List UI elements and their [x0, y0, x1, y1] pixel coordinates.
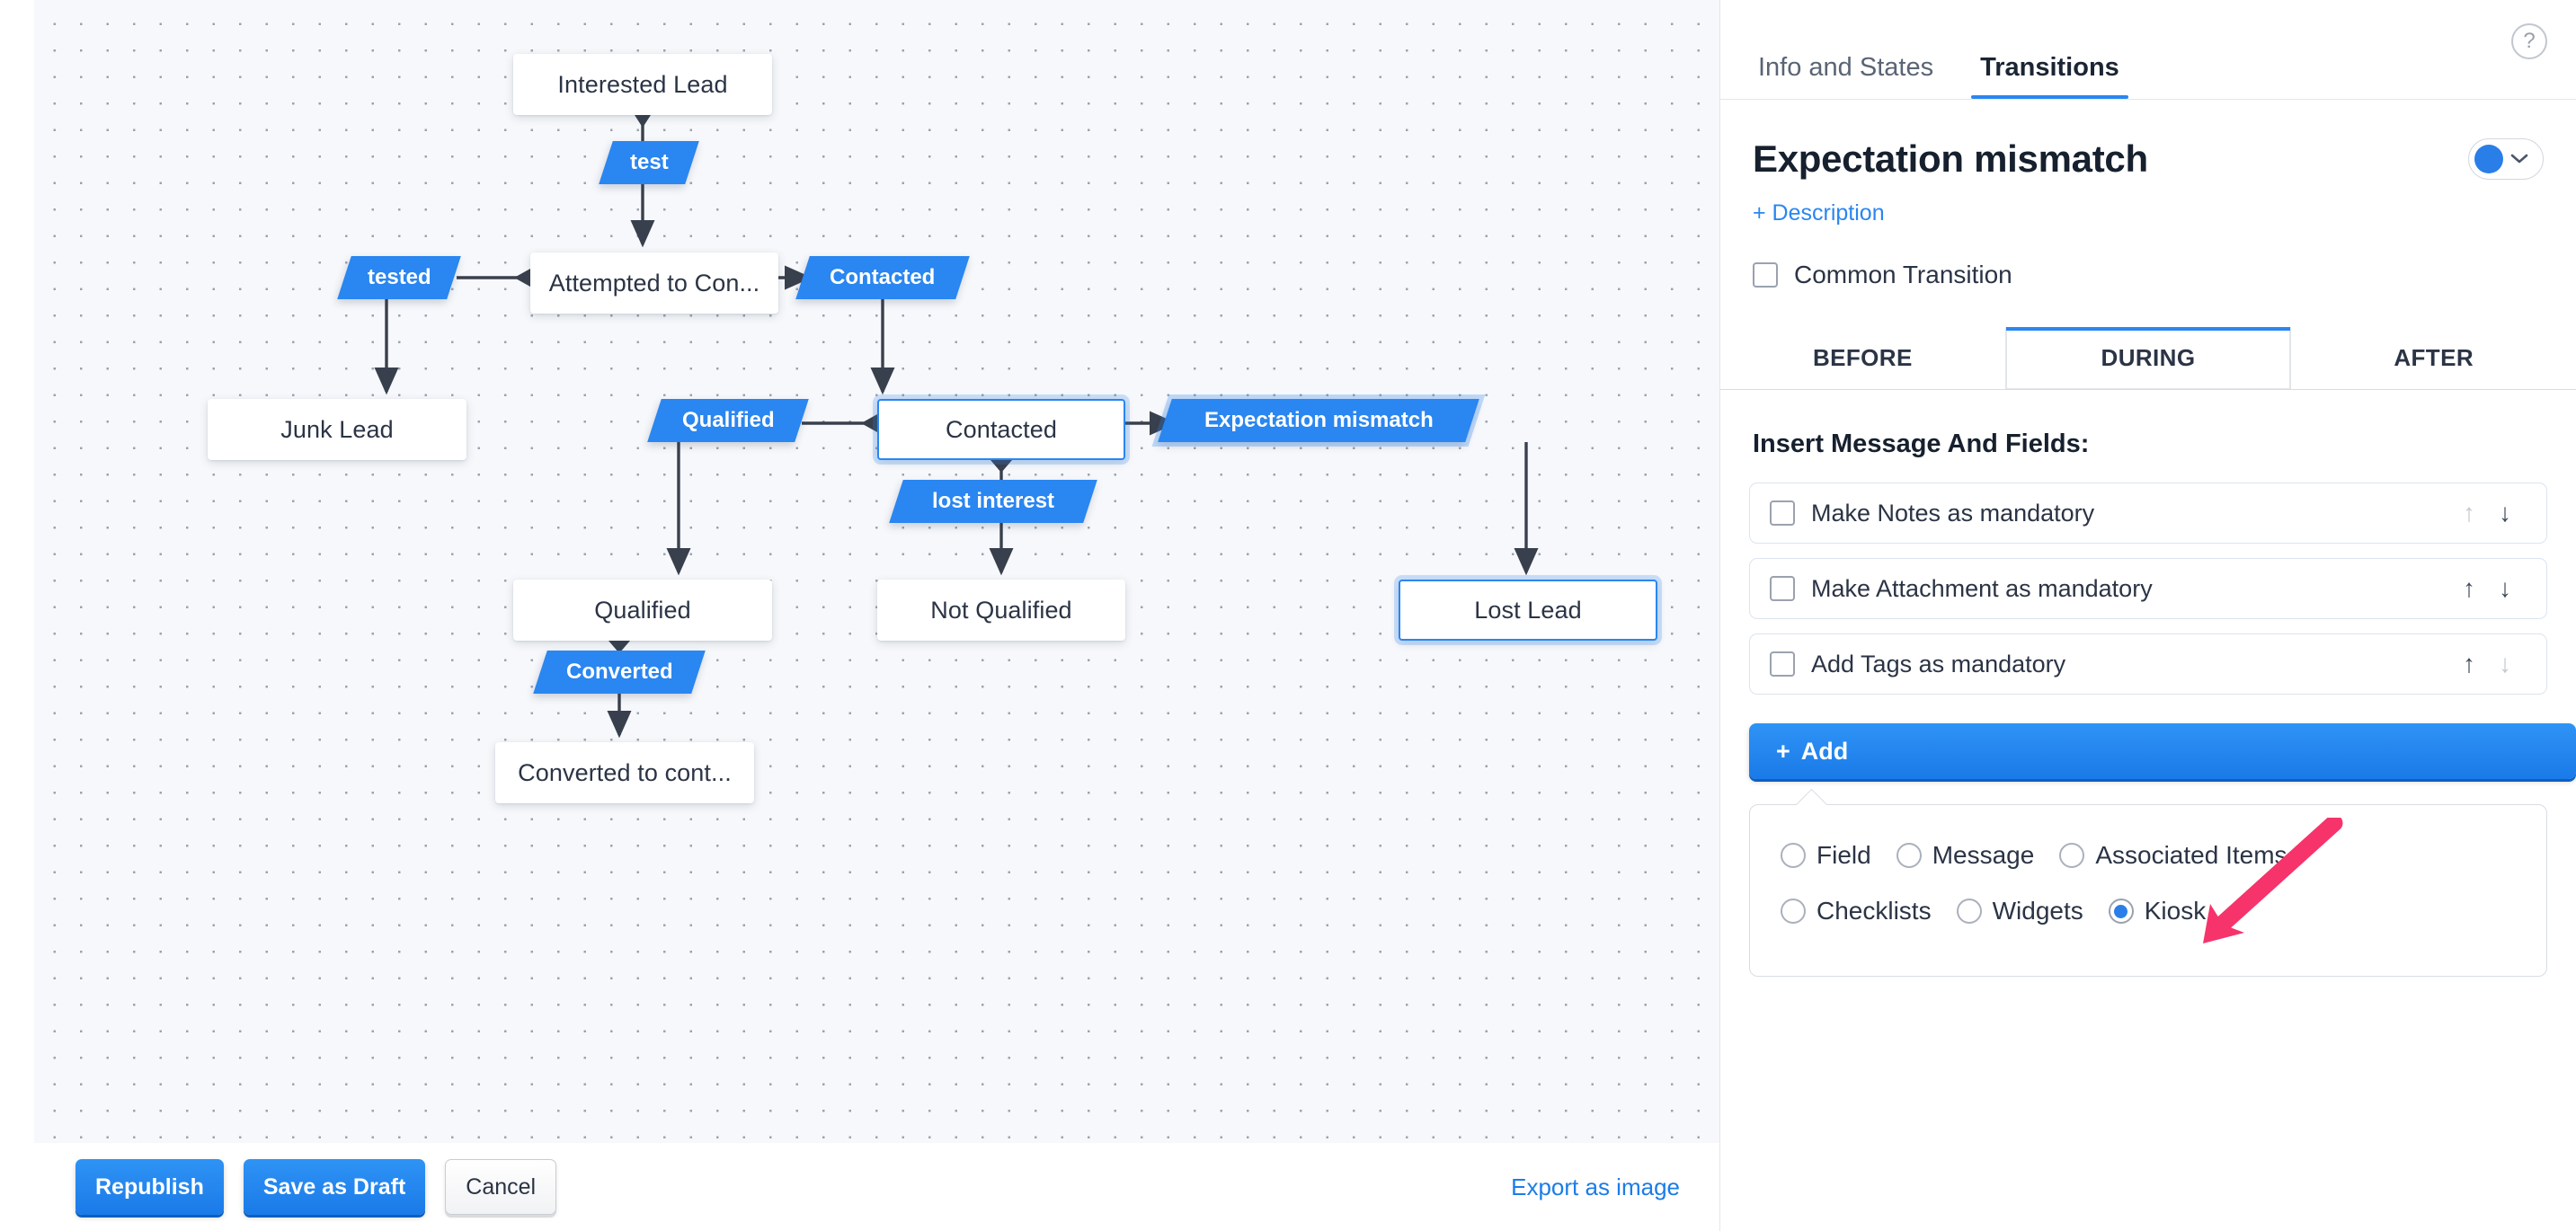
node-label: Interested Lead: [557, 70, 728, 98]
move-up-icon[interactable]: ↑: [2463, 650, 2475, 677]
radio-kiosk[interactable]: Kiosk: [2108, 897, 2207, 925]
common-transition-row: Common Transition: [1720, 226, 2576, 289]
move-down-icon[interactable]: ↓: [2499, 499, 2511, 527]
workflow-canvas-column: Interested Lead Attempted to Con... Junk…: [0, 0, 1719, 1231]
toggle-knob-icon: [2474, 145, 2503, 173]
transition-qualified[interactable]: Qualified: [647, 399, 809, 442]
save-as-draft-button[interactable]: Save as Draft: [243, 1159, 426, 1215]
transition-details-panel: Info and States Transitions ? Expectatio…: [1719, 0, 2576, 1231]
add-description-link[interactable]: + Description: [1753, 200, 1885, 226]
move-up-icon[interactable]: ↑: [2463, 574, 2475, 602]
radio-label: Message: [1932, 841, 2035, 869]
radio-label: Field: [1817, 841, 1871, 869]
row-checkbox[interactable]: [1770, 651, 1795, 677]
transition-converted[interactable]: Converted: [533, 651, 706, 694]
row-checkbox[interactable]: [1770, 576, 1795, 601]
radio-checklists[interactable]: Checklists: [1781, 897, 1932, 925]
common-transition-label: Common Transition: [1794, 261, 2012, 288]
radio-label: Kiosk: [2144, 897, 2207, 925]
node-label: Junk Lead: [280, 415, 394, 443]
node-converted-to-contact[interactable]: Converted to cont...: [495, 742, 754, 803]
node-label: Contacted: [946, 415, 1057, 443]
export-as-image-link[interactable]: Export as image: [1511, 1173, 1680, 1200]
tab-after[interactable]: AFTER: [2291, 327, 2576, 389]
question-mark-icon[interactable]: ?: [2511, 23, 2547, 59]
list-item[interactable]: Make Notes as mandatory ↑ ↓: [1749, 483, 2547, 544]
move-down-icon[interactable]: ↓: [2499, 574, 2511, 602]
node-attempted-to-contact[interactable]: Attempted to Con...: [530, 252, 778, 314]
list-item[interactable]: Add Tags as mandatory ↑ ↓: [1749, 633, 2547, 695]
message-fields-list: Make Notes as mandatory ↑ ↓ Make Attachm…: [1720, 459, 2576, 709]
radio-label: Associated Items: [2095, 841, 2287, 869]
stage-tab-bar: BEFORE DURING AFTER: [1720, 327, 2576, 390]
radio-dot-icon: [1781, 899, 1806, 924]
radio-widgets[interactable]: Widgets: [1956, 897, 2083, 925]
radio-message[interactable]: Message: [1896, 841, 2035, 870]
list-item[interactable]: Make Attachment as mandatory ↑ ↓: [1749, 558, 2547, 619]
panel-header: Expectation mismatch: [1720, 100, 2576, 181]
transition-label: lost interest: [931, 489, 1055, 513]
add-button[interactable]: + Add: [1749, 723, 2576, 779]
transition-label: Qualified: [681, 408, 775, 432]
radio-associated-items[interactable]: Associated Items: [2059, 841, 2287, 870]
radio-dot-icon: [2059, 843, 2085, 868]
transition-label: Expectation mismatch: [1204, 408, 1434, 432]
insert-type-radio-card: Field Message Associated Items Checklist…: [1749, 804, 2547, 977]
row-checkbox[interactable]: [1770, 500, 1795, 526]
node-contacted[interactable]: Contacted: [877, 399, 1125, 460]
radio-dot-icon: [1956, 899, 1982, 924]
node-label: Lost Lead: [1474, 596, 1582, 624]
page-title: Expectation mismatch: [1753, 137, 2148, 180]
list-item-label: Make Notes as mandatory: [1811, 499, 2095, 527]
node-label: Qualified: [594, 596, 691, 624]
add-button-label: Add: [1800, 737, 1849, 765]
tab-before[interactable]: BEFORE: [1720, 327, 2006, 389]
node-lost-lead[interactable]: Lost Lead: [1399, 580, 1657, 641]
node-label: Not Qualified: [930, 596, 1072, 624]
plus-icon: +: [1776, 737, 1790, 765]
radio-field[interactable]: Field: [1781, 841, 1871, 870]
radio-row-1: Field Message Associated Items: [1781, 841, 2516, 870]
move-down-icon[interactable]: ↓: [2499, 650, 2511, 677]
radio-label: Checklists: [1817, 897, 1932, 925]
bottom-toolbar: Republish Save as Draft Cancel Export as…: [0, 1143, 1719, 1231]
transition-lost-interest[interactable]: lost interest: [889, 480, 1097, 523]
tab-info-and-states[interactable]: Info and States: [1758, 53, 1934, 82]
cancel-button[interactable]: Cancel: [445, 1159, 557, 1215]
chevron-down-icon: [2510, 154, 2528, 164]
node-qualified[interactable]: Qualified: [513, 580, 772, 641]
transition-test[interactable]: test: [599, 141, 699, 184]
transition-label: Converted: [565, 660, 673, 684]
panel-tab-bar: Info and States Transitions ?: [1720, 0, 2576, 100]
tab-during[interactable]: DURING: [2005, 327, 2292, 389]
list-item-label: Add Tags as mandatory: [1811, 650, 2066, 677]
section-title: Insert Message And Fields:: [1753, 430, 2090, 458]
transition-status-toggle[interactable]: [2468, 138, 2544, 180]
transition-label: test: [629, 150, 669, 174]
radio-row-2: Checklists Widgets Kiosk: [1781, 897, 2516, 925]
common-transition-checkbox[interactable]: [1753, 262, 1778, 288]
move-up-icon[interactable]: ↑: [2463, 499, 2475, 527]
republish-button[interactable]: Republish: [76, 1159, 224, 1215]
workflow-canvas[interactable]: Interested Lead Attempted to Con... Junk…: [34, 0, 1719, 1143]
radio-dot-icon: [2108, 899, 2134, 924]
transition-expectation-mismatch[interactable]: Expectation mismatch: [1158, 399, 1479, 442]
radio-dot-icon: [1896, 843, 1922, 868]
node-label: Converted to cont...: [518, 758, 732, 786]
node-junk-lead[interactable]: Junk Lead: [208, 399, 466, 460]
transition-tested[interactable]: tested: [337, 256, 461, 299]
transition-label: tested: [367, 265, 431, 289]
radio-dot-icon: [1781, 843, 1806, 868]
node-not-qualified[interactable]: Not Qualified: [877, 580, 1125, 641]
node-interested-lead[interactable]: Interested Lead: [513, 54, 772, 115]
node-label: Attempted to Con...: [548, 269, 760, 297]
tab-transitions[interactable]: Transitions: [1971, 53, 2128, 99]
transition-contacted[interactable]: Contacted: [795, 256, 970, 299]
transition-label: Contacted: [830, 265, 936, 289]
workflow-edges: [374, 115, 1539, 739]
list-item-label: Make Attachment as mandatory: [1811, 574, 2153, 602]
radio-label: Widgets: [1992, 897, 2083, 925]
